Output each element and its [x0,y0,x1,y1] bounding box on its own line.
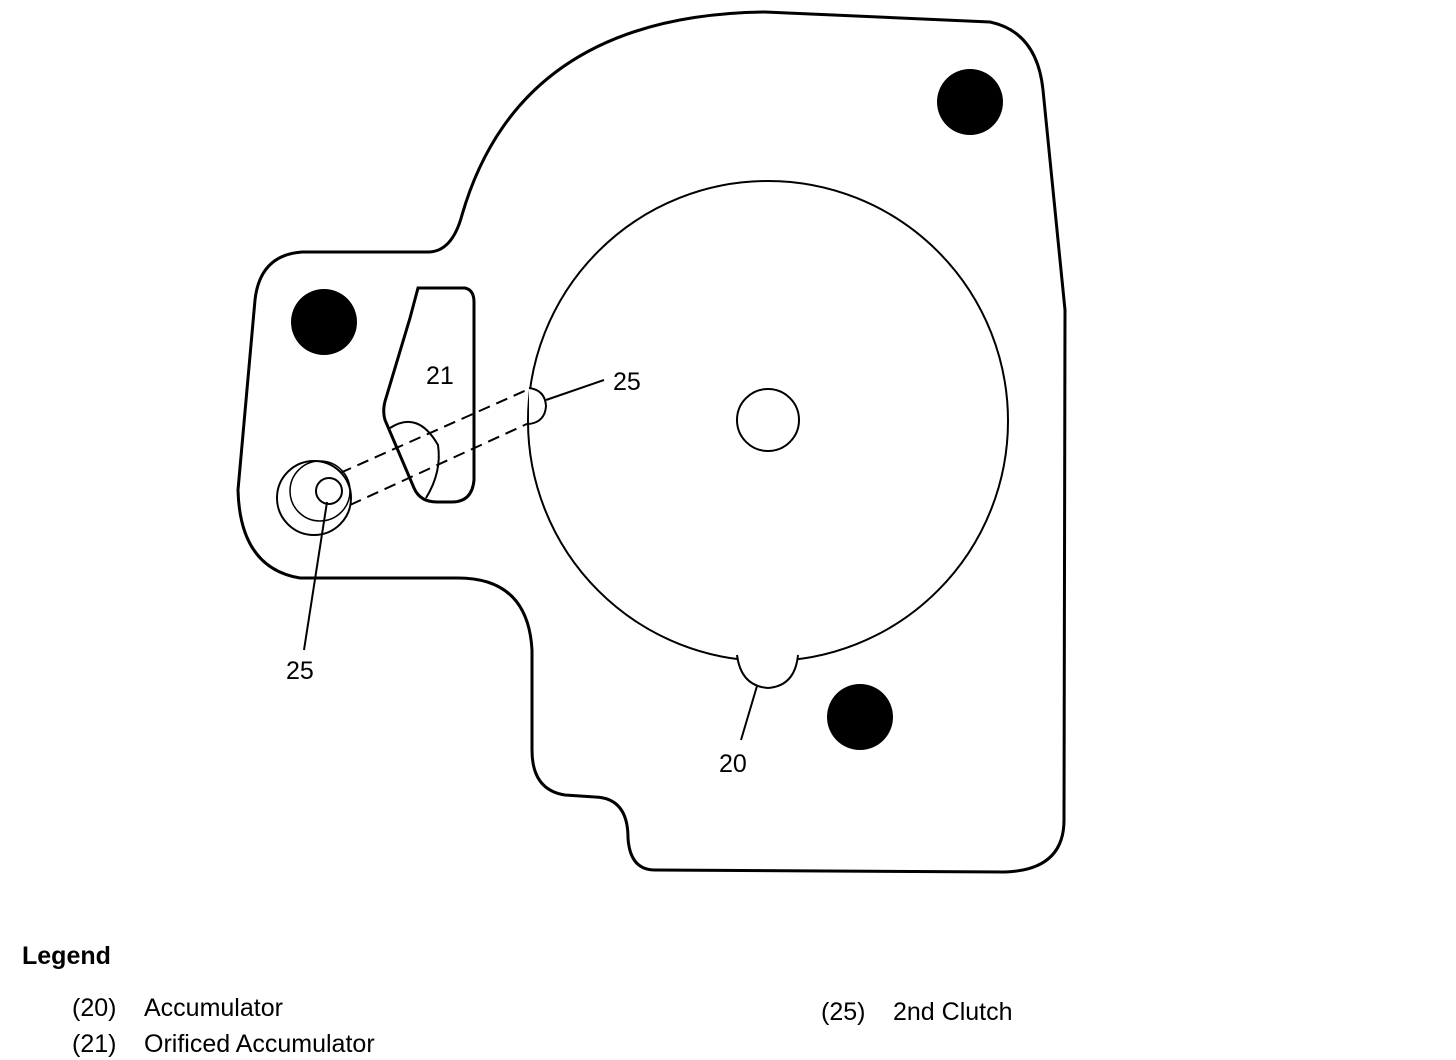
clutch-port-hole [315,477,343,505]
legend-item-number: (21) [72,1030,117,1058]
hidden-passage-line-upper [339,388,530,474]
leader-25-right [545,379,605,401]
callout-25-left: 25 [286,657,314,685]
clutch-port-inner-ring [289,460,351,522]
mounting-hole-bottom [827,684,893,750]
accumulator-center-hole [736,388,800,452]
legend-title: Legend [22,942,111,970]
mounting-hole-left [291,289,357,355]
mounting-hole-top-right [937,69,1003,135]
accumulator-housing-diagram: 21 25 25 20 [236,10,1067,874]
legend-item-label: Orificed Accumulator [144,1030,375,1058]
callout-21: 21 [426,362,454,390]
hidden-passage-line-lower [349,422,530,506]
callout-25-right: 25 [613,368,641,396]
leader-25-left [303,501,328,651]
orificed-accumulator-pocket [382,286,476,504]
callout-20: 20 [719,750,747,778]
legend-item-label: Accumulator [144,994,283,1022]
leader-20 [740,685,758,741]
legend-item-number: (20) [72,994,117,1022]
housing-outline [236,10,1067,874]
clutch-passage-end-right [528,387,548,425]
accumulator-passage-20 [736,654,799,690]
legend: Legend (20) Accumulator (21) Orificed Ac… [0,930,1456,1060]
orificed-accumulator-orifice [389,420,440,499]
legend-item-label: 2nd Clutch [893,998,1013,1026]
legend-item-number: (25) [821,998,866,1026]
